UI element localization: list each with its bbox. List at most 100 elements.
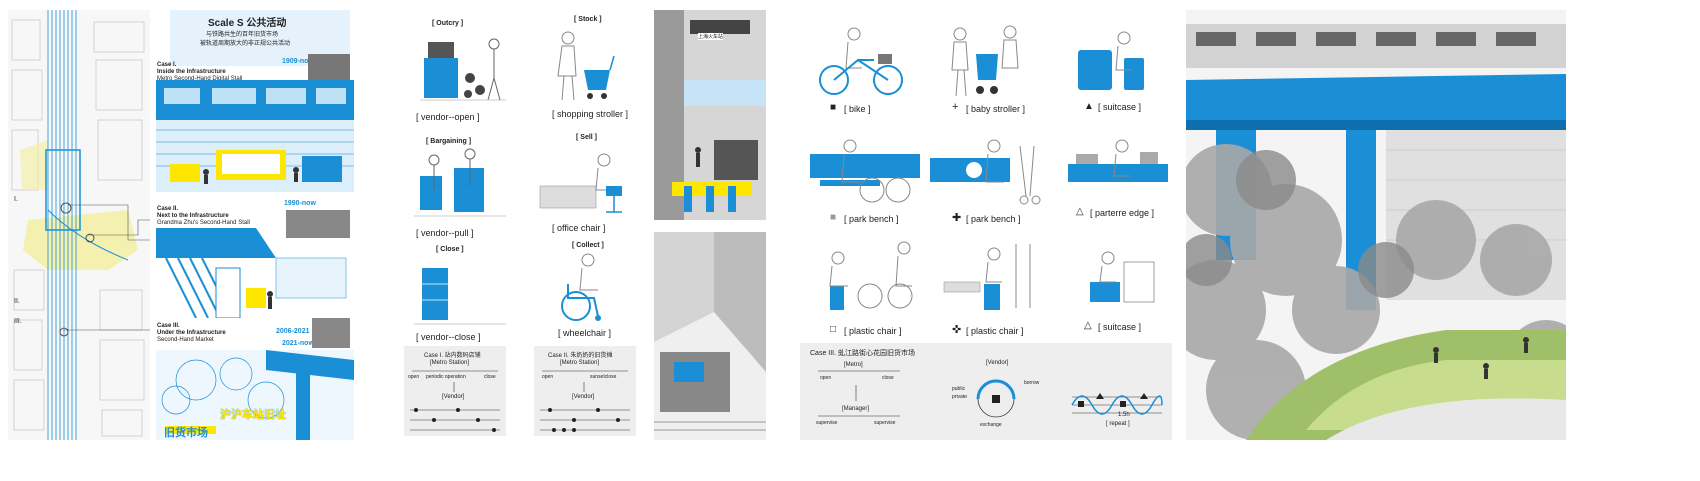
case2-year: 1990-now — [284, 200, 316, 207]
bike-figure — [819, 27, 903, 95]
header-outcry: [ Outcry ] — [432, 20, 464, 27]
case2-open: open — [542, 374, 554, 380]
label-shopping-stroller: [ shopping stroller ] — [552, 109, 629, 119]
station-photo — [654, 10, 766, 220]
header-stock: [ Stock ] — [574, 16, 602, 23]
label-vendor-open: [ vendor--open ] — [416, 112, 480, 122]
site-map-panel: I. II. III. — [8, 10, 150, 440]
case2-illustration — [156, 228, 347, 318]
case1-illustration — [156, 80, 354, 192]
case3-line2: Second-Hand Market — [157, 337, 214, 343]
case3-manager: [Manager] — [842, 406, 870, 412]
photos-panel: 上海火车站 — [654, 10, 766, 440]
case3-year-2: 2021-now — [282, 340, 314, 347]
stroller-marker: + — [952, 101, 959, 113]
park-bench-figure-2 — [930, 139, 1041, 205]
case3-vendor: [Vendor] — [986, 360, 1009, 366]
case3-borrow: borrow — [1024, 380, 1040, 386]
case1-photo — [308, 54, 350, 80]
case3-close: close — [882, 375, 894, 381]
parterre-edge-figure — [1068, 139, 1168, 182]
case3-repeat-time: 1.5h — [1118, 412, 1130, 418]
label-park-bench-2: [ park bench ] — [966, 214, 1021, 224]
label-suitcase-2: [ suitcase ] — [1098, 322, 1142, 332]
scale-bottom-text-2: 旧货市场 — [164, 427, 208, 439]
wheelchair-figure — [561, 253, 601, 321]
case3-diagram-box — [800, 343, 1172, 440]
bike-marker: ■ — [830, 102, 837, 113]
case1-diagram-box — [404, 346, 506, 436]
case1-diagram — [410, 370, 500, 432]
header-sell: [ Sell ] — [576, 134, 598, 141]
plastic-chair-1-marker: □ — [830, 324, 837, 335]
case3-private: private — [952, 394, 968, 400]
case3-line1: Under the Infrastructure — [157, 330, 226, 336]
case1-metro: [Metro Station] — [430, 360, 470, 366]
suitcase-figure-2 — [1090, 251, 1155, 303]
case2-metro: [Metro Station] — [560, 360, 600, 366]
label-park-bench-1: [ park bench ] — [844, 214, 899, 224]
vendor-close-figure — [414, 268, 506, 325]
park-bench-1-marker: ■ — [830, 212, 837, 223]
case2-sunset: sunsetclose — [590, 374, 617, 380]
vendor-panel: [ Outcry ] [ Stock ] [ Bargaining ] [ Se… — [400, 10, 640, 440]
case3-diagram-title: Case III. 虬江路街心花园旧货市场 — [810, 350, 916, 357]
case3-supervise-2: supervise — [874, 420, 896, 426]
plastic-chair-figure-2 — [943, 244, 1031, 310]
plastic-chair-figure-1 — [829, 241, 913, 310]
case1-periodic: periodic operation — [426, 374, 466, 380]
case2-diagram-title: Case II. 朱奶奶的旧货摊 — [548, 353, 613, 359]
case2-diagram — [540, 370, 630, 432]
case2-photo — [286, 210, 350, 238]
label-vendor-close: [ vendor--close ] — [416, 332, 481, 342]
label-bike: [ bike ] — [844, 104, 871, 114]
park-bench-figure-1 — [810, 139, 920, 203]
plastic-chair-2-marker: ✜ — [952, 324, 962, 336]
scale-bottom-text-1: 沪沪车站旧址 — [220, 409, 286, 421]
case3-diagram — [818, 370, 1163, 418]
header-close: [ Close ] — [436, 246, 464, 253]
suitcase-2-marker: △ — [1084, 320, 1092, 331]
label-parterre-edge: [ parterre edge ] — [1090, 208, 1155, 218]
case1-title: Case I. — [157, 62, 177, 68]
park-bench-2-marker: ✚ — [952, 212, 962, 224]
case1-year: 1909-now — [282, 58, 314, 65]
case3-supervise-1: supervise — [816, 420, 838, 426]
case3-repeat-label: [ repeat ] — [1106, 421, 1130, 427]
case3-open: open — [820, 375, 832, 381]
case2-line1: Next to the Infrastructure — [157, 213, 229, 219]
label-wheelchair: [ wheelchair ] — [558, 328, 612, 338]
case2-vendor: [Vendor] — [572, 394, 595, 400]
case1-close: close — [484, 374, 496, 380]
case1-line2: Metro Second-Hand Digital Stall — [157, 76, 243, 82]
shopping-stroller-figure — [557, 31, 615, 101]
case3-year-1: 2006-2021 — [276, 328, 310, 335]
case3-exchange: exchange — [980, 422, 1002, 428]
section-panel — [1186, 10, 1566, 440]
label-suitcase-1: [ suitcase ] — [1098, 102, 1142, 112]
case3-public: public — [952, 386, 966, 392]
map-label-1: I. — [14, 196, 18, 203]
suitcase-marker: ▲ — [1084, 101, 1094, 112]
case3-metro: [Metro] — [844, 362, 863, 368]
parterre-marker: △ — [1076, 206, 1084, 217]
header-collect: [ Collect ] — [572, 242, 604, 249]
scale-title: Scale S 公共活动 — [208, 18, 287, 29]
case3-photo — [312, 318, 350, 348]
label-plastic-chair-1: [ plastic chair ] — [844, 326, 902, 336]
map-label-3: III. — [14, 318, 22, 325]
baby-stroller-figure — [951, 25, 1019, 97]
station-sign: 上海火车站 — [698, 33, 724, 40]
case1-line1: Inside the Infrastructure — [157, 69, 226, 75]
case2-title: Case II. — [157, 206, 179, 212]
case1-diagram-title: Case I. 站内数码店铺 — [424, 353, 481, 359]
office-chair-figure — [539, 153, 622, 213]
case3-title: Case III. — [157, 323, 180, 329]
case1-open: open — [408, 374, 420, 380]
suitcase-figure-1 — [1078, 31, 1144, 90]
objects-panel: [ bike ] [ baby stroller ] [ suitcase ] … — [800, 10, 1172, 440]
case1-vendor: [Vendor] — [442, 394, 465, 400]
label-plastic-chair-2: [ plastic chair ] — [966, 326, 1024, 336]
section-illustration — [1186, 24, 1566, 440]
scale-panel: Scale S 公共活动 与铁路共生的百年旧货市场 被轨道周期放大的非正规公共活… — [156, 10, 354, 440]
